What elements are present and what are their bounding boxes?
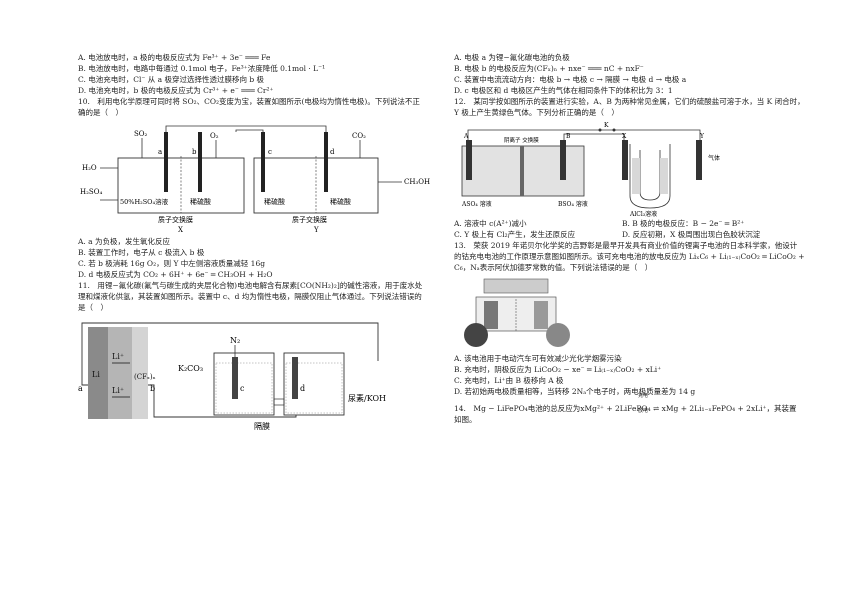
- q11-option-d: D. c 电极区和 d 电极区产生的气体在相同条件下的体积比为 3：1: [454, 86, 673, 95]
- q11-option-c: C. 装置中电流流动方向：电极 b → 电极 c → 隔膜 → 电极 d → 电…: [454, 75, 687, 84]
- q9-option-b: B. 电池放电时，电路中每通过 0.1mol 电子，Fe³⁺浓度降低 0.1mo…: [78, 64, 326, 73]
- q10-electrode-c: c: [268, 148, 272, 156]
- q10-solution-1: 50%H₂SO₄溶液: [120, 197, 169, 206]
- q9-option-a: A. 电池放电时，a 极的电极反应式为 Fe³⁺ + 3e⁻ ═══ Fe: [78, 53, 271, 62]
- q12-stem-line2: Y 极上产生黄绿色气体。下列分析正确的是（ ）: [454, 108, 619, 117]
- q13-option-c: C. 充电时，Li⁺由 B 极移向 A 极: [454, 376, 564, 385]
- q11-label-li-ion-1: Li⁺: [112, 352, 124, 361]
- q10-membrane-1: 质子交换膜: [158, 215, 193, 224]
- q11-label-n2: N₂: [230, 336, 240, 345]
- q13-option-b: B. 充电时，阴极反应为 LiCoO₂ − xe⁻ ═ Li₍₁₋ₓ₎CoO₂ …: [454, 365, 662, 374]
- q11-label-li-ion-2: Li⁺: [112, 386, 124, 395]
- q10-option-b: B. 装置工作时，电子从 c 极流入 b 极: [78, 248, 205, 257]
- right-column: A. 电极 a 为锂−氟化碳电池的负极 B. 电极 b 的电极反应为(CFₓ)ₙ…: [454, 52, 806, 425]
- q10-stem-line1: 10. 利用电化学原理可同时将 SO₂、CO₂变废为宝，装置如图所示(电极均为惰…: [78, 97, 420, 106]
- q13-stem-line3: C₆，Nₐ表示阿伏加德罗常数的值。下列说法错误的是（ ）: [454, 263, 653, 272]
- q12-electrode-a: A: [463, 133, 469, 140]
- q14-stem-line1: 14. Mg − LiFePO₄电池的总反应为xMg²⁺ + 2LiFePO₄ …: [454, 404, 797, 413]
- q10-solution-3: 稀硫酸: [264, 197, 285, 206]
- q11-stem-line1: 11. 用锂−氟化碳(氟气与碳生成的夹层化合物)电池电解含有尿素[CO(NH₂)…: [78, 281, 423, 290]
- q12-label-aso4: ASO₄ 溶液: [461, 200, 492, 208]
- q10-tank-y: Y: [313, 226, 319, 234]
- q12-label-membrane: 阴离子 交换膜: [504, 136, 539, 144]
- q12-label-gas: 气体: [708, 154, 720, 162]
- q10-solution-4: 稀硫酸: [330, 197, 351, 206]
- q13-option-a: A. 该电池用于电动汽车可有效减少光化学烟雾污染: [454, 354, 622, 363]
- q13-stem-line1: 13. 荣获 2019 年诺贝尔化学奖的吉野彰是最早开发具有商业价值的锂离子电池…: [454, 241, 798, 250]
- q12-experiment-diagram: A B 阴离子 交换膜 ASO₄ 溶液 BSO₄ 溶液 K X Y 气体 AlC…: [461, 122, 720, 218]
- q11-label-membrane: 隔膜: [254, 421, 270, 431]
- q10-label-co2: CO₂: [352, 132, 366, 140]
- q10-stem-line2: 确的是（ ）: [78, 108, 123, 117]
- q11-electrode-b: b: [150, 384, 155, 393]
- left-column: A. 电池放电时，a 极的电极反应式为 Fe³⁺ + 3e⁻ ═══ Fe B.…: [78, 52, 438, 433]
- q10-membrane-2: 质子交换膜: [292, 215, 327, 224]
- q10-electrode-b: b: [192, 148, 197, 156]
- q14-arrow-discharge: 放电: [638, 408, 649, 414]
- q12-electrode-y: Y: [699, 133, 705, 140]
- q10-option-d: D. d 电极反应式为 CO₂ + 6H⁺ + 6e⁻ ═ CH₃OH + H₂…: [78, 270, 273, 279]
- q10-label-o2: O₂: [210, 132, 219, 140]
- q14-arrow-charge: 充电: [638, 393, 649, 399]
- q10-label-h2so4: H₂SO₄: [80, 188, 102, 196]
- q10-label-h2o: H₂O: [82, 164, 97, 172]
- q11-label-li: Li: [92, 370, 100, 379]
- q9-option-c: C. 电池充电时，Cl⁻ 从 a 极穿过选择性透过膜移向 b 极: [78, 75, 265, 84]
- q10-option-a: A. a 为负极，发生氧化反应: [78, 237, 171, 246]
- q11-label-k2co3: K₂CO₃: [178, 364, 203, 373]
- q13-battery-diagram: [454, 273, 576, 349]
- q10-label-so2: SO₂: [134, 130, 148, 138]
- q10-solution-2: 稀硫酸: [190, 197, 211, 206]
- q12-electrode-b: B: [566, 133, 571, 140]
- q10-option-c: C. 若 b 极消耗 16g O₂，则 Y 中左侧溶液质量减轻 16g: [78, 259, 266, 268]
- q10-electrode-d: d: [330, 148, 335, 156]
- q11-label-cfx: (CFₓ)ₙ: [134, 373, 156, 381]
- q10-tank-x: X: [178, 226, 183, 234]
- q11-option-b: B. 电极 b 的电极反应为(CFₓ)ₙ + nxe⁻ ═══ nC + nxF…: [454, 64, 644, 73]
- q11-stem-line2: 理和煤液化供氢，其装置如图所示。装置中 c、d 均为惰性电极，隔膜仅阻止气体通过…: [78, 292, 422, 301]
- q10-electrolysis-diagram: SO₂ O₂ CO₂ H₂O H₂SO₄ CH₃OH a b c d 50%H₂…: [80, 125, 430, 234]
- q11-label-urea: 尿素/KOH: [348, 393, 386, 403]
- q11-electrolysis-diagram: Li Li⁺ Li⁺ (CFₓ)ₙ a b N₂ K₂CO₃ c d 尿素/KO…: [78, 322, 386, 431]
- q11-stem-line3: 是（ ）: [78, 303, 108, 312]
- q10-label-ch3oh: CH₃OH: [404, 178, 430, 186]
- q12-switch-k: K: [604, 122, 609, 129]
- q11-electrode-d: d: [300, 384, 305, 393]
- q11-electrode-a: a: [78, 384, 83, 393]
- q13-stem-line2: 的钴充电电池的工作原理示意图如图所示。该可充电电池的放电反应为 LiₓC₆ + …: [454, 252, 805, 261]
- q11-electrode-c: c: [240, 384, 245, 393]
- q10-electrode-a: a: [158, 148, 162, 156]
- q12-label-alcl3: AlCl₃溶液: [629, 210, 657, 218]
- q12-label-bso4: BSO₄ 溶液: [558, 200, 588, 208]
- q12-stem-line1: 12. 某同学按如图所示的装置进行实验，A、B 为两种常见金属，它们的硫酸盐可溶…: [454, 97, 805, 106]
- q9-option-d: D. 电池充电时，b 极的电极反应式为 Cr³⁺ + e⁻ ═══ Cr²⁺: [78, 86, 274, 95]
- q11-option-a: A. 电极 a 为锂−氟化碳电池的负极: [454, 53, 570, 62]
- q14-stem-line2: 如图。: [454, 415, 477, 424]
- q13-option-d: D. 若初始两电极质量相等，当转移 2Nₐ个电子时，两电极质量差为 14 g: [454, 387, 696, 396]
- q12-electrode-x: X: [622, 133, 627, 140]
